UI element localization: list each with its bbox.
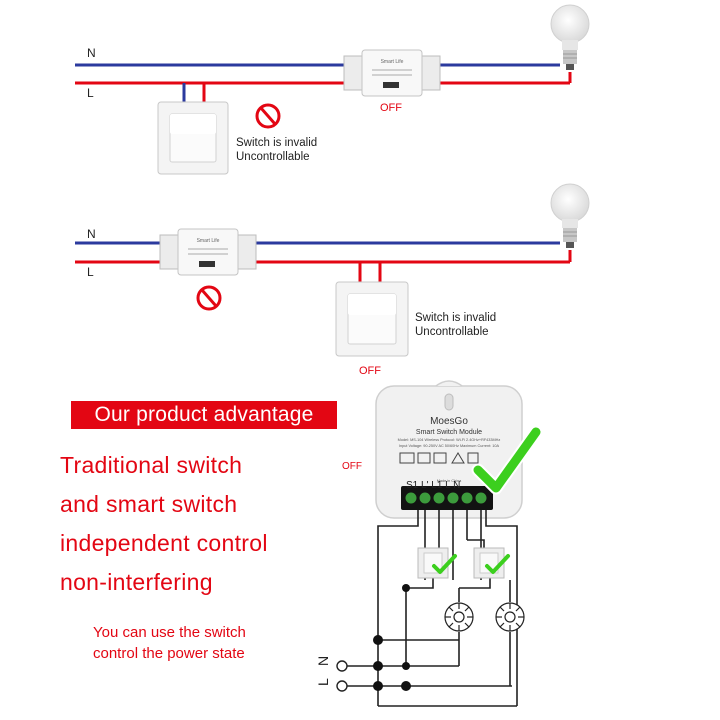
module-label: Smart Life (197, 238, 220, 244)
live-terminal (336, 680, 348, 692)
module-brand: MoesGo (430, 416, 468, 427)
switch-note-line2: Uncontrollable (236, 151, 310, 163)
module-made-in: Made in China (437, 479, 462, 483)
neutral-label: N (87, 46, 96, 60)
lamp-icon (444, 602, 474, 632)
mini-switch (417, 547, 449, 579)
neutral-label: N (87, 227, 96, 241)
check-icon (432, 554, 457, 574)
advantage-line: and smart switch (60, 491, 238, 517)
switch-note-line1: Switch is invalid (236, 137, 317, 149)
check-icon (485, 554, 510, 574)
advantage-line: non-interfering (60, 569, 213, 595)
diagram-one: N L Switch is invalid Uncontrollable Sma… (75, 4, 590, 175)
live-label: L (87, 86, 94, 100)
smart-breaker-module: Smart Life (343, 49, 441, 97)
lamp-icon (495, 602, 525, 632)
wall-switch (157, 101, 229, 175)
terminal-labels: S1 L' L1 L N (406, 480, 460, 491)
module-label: Smart Life (381, 59, 404, 65)
live-label: L (87, 265, 94, 279)
module-model: Smart Switch Module (416, 429, 482, 436)
wall-switch (335, 281, 409, 357)
diagram-two: N L Smart Life Switch is invalid Uncontr… (75, 183, 590, 377)
neutral-terminal (336, 660, 348, 672)
neutral-terminal-label: N (315, 656, 331, 666)
moesgo-module: MoesGo Smart Switch Module Model: MS-104… (375, 380, 523, 519)
light-bulb-icon (550, 4, 590, 70)
light-bulb-icon (550, 183, 590, 248)
smart-breaker-module: Smart Life (159, 228, 257, 276)
power-note-line2: control the power state (93, 645, 245, 662)
advantage-banner: Our product advantage (71, 401, 337, 429)
check-icon (471, 425, 543, 495)
terminal-block (401, 486, 493, 510)
power-note-line1: You can use the switch (93, 624, 246, 641)
prohibited-icon (196, 285, 222, 311)
switch-note-line1: Switch is invalid (415, 312, 496, 324)
switch-note-line2: Uncontrollable (415, 326, 489, 338)
live-terminal-label: L (315, 678, 331, 686)
off-label: OFF (380, 102, 402, 114)
junction-dots (373, 584, 411, 691)
module-off-label: OFF (342, 461, 362, 472)
certification-icons (399, 452, 479, 464)
wiring-schematic (345, 510, 518, 707)
module-spec-line1: Model: MS-104 Wireless Protocol: Wi-Fi 2… (398, 438, 501, 442)
module-spec-line2: Input Voltage: 90-250V AC 50/60Hz Maximu… (399, 444, 500, 448)
prohibited-icon (255, 103, 281, 129)
advantage-line: Traditional switch (60, 452, 243, 478)
off-label: OFF (359, 365, 381, 377)
advantage-line: independent control (60, 530, 268, 556)
